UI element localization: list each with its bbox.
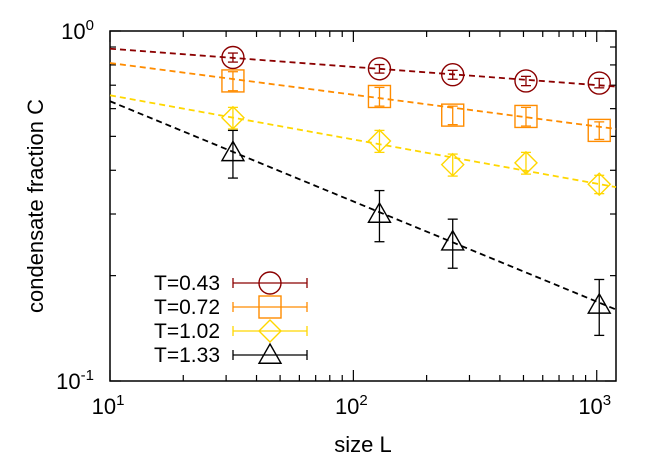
marker-diamond [367, 129, 392, 153]
marker-triangle [440, 229, 465, 251]
marker-circle [441, 63, 465, 87]
marker-diamond [220, 105, 245, 130]
marker-square [441, 103, 465, 127]
marker-triangle [367, 201, 392, 223]
fit-line [109, 94, 617, 189]
marker-square [587, 118, 611, 143]
plot-frame [109, 30, 617, 382]
marker-triangle [257, 342, 283, 364]
marker-circle [587, 71, 611, 95]
marker-circle [367, 57, 392, 81]
marker-circle [221, 45, 245, 70]
marker-circle [514, 69, 538, 93]
marker-circle [258, 271, 282, 295]
fit-line [109, 47, 617, 88]
legend-label: T=1.33 [154, 344, 220, 367]
marker-square [221, 69, 245, 93]
legend: T=0.43T=0.72T=1.02T=1.33 [154, 271, 308, 367]
marker-square [514, 104, 538, 129]
axis-ticks [109, 30, 616, 382]
x-tick-label: 101 [92, 392, 125, 419]
data-points [220, 45, 612, 337]
fit-line [109, 100, 617, 311]
fit-lines [109, 47, 617, 311]
legend-label: T=1.02 [154, 320, 220, 343]
marker-square [258, 295, 282, 319]
x-tick-label: 102 [335, 392, 368, 419]
y-axis-label: condensate fraction C [23, 99, 48, 313]
y-tick-label: 10-1 [56, 367, 94, 394]
tick-labels: 101 102 103 10-1 100 [56, 17, 611, 419]
legend-label: T=0.72 [154, 296, 220, 319]
marker-triangle [220, 139, 246, 162]
y-tick-label: 100 [61, 17, 94, 44]
marker-diamond [587, 172, 612, 197]
x-tick-label: 103 [578, 392, 611, 419]
marker-square [367, 84, 392, 109]
legend-label: T=0.43 [154, 272, 220, 295]
fit-line [109, 62, 617, 130]
marker-diamond [258, 319, 282, 343]
marker-triangle [587, 292, 612, 314]
marker-diamond [513, 150, 538, 175]
marker-diamond [440, 152, 465, 177]
x-axis-label: size L [334, 432, 391, 457]
